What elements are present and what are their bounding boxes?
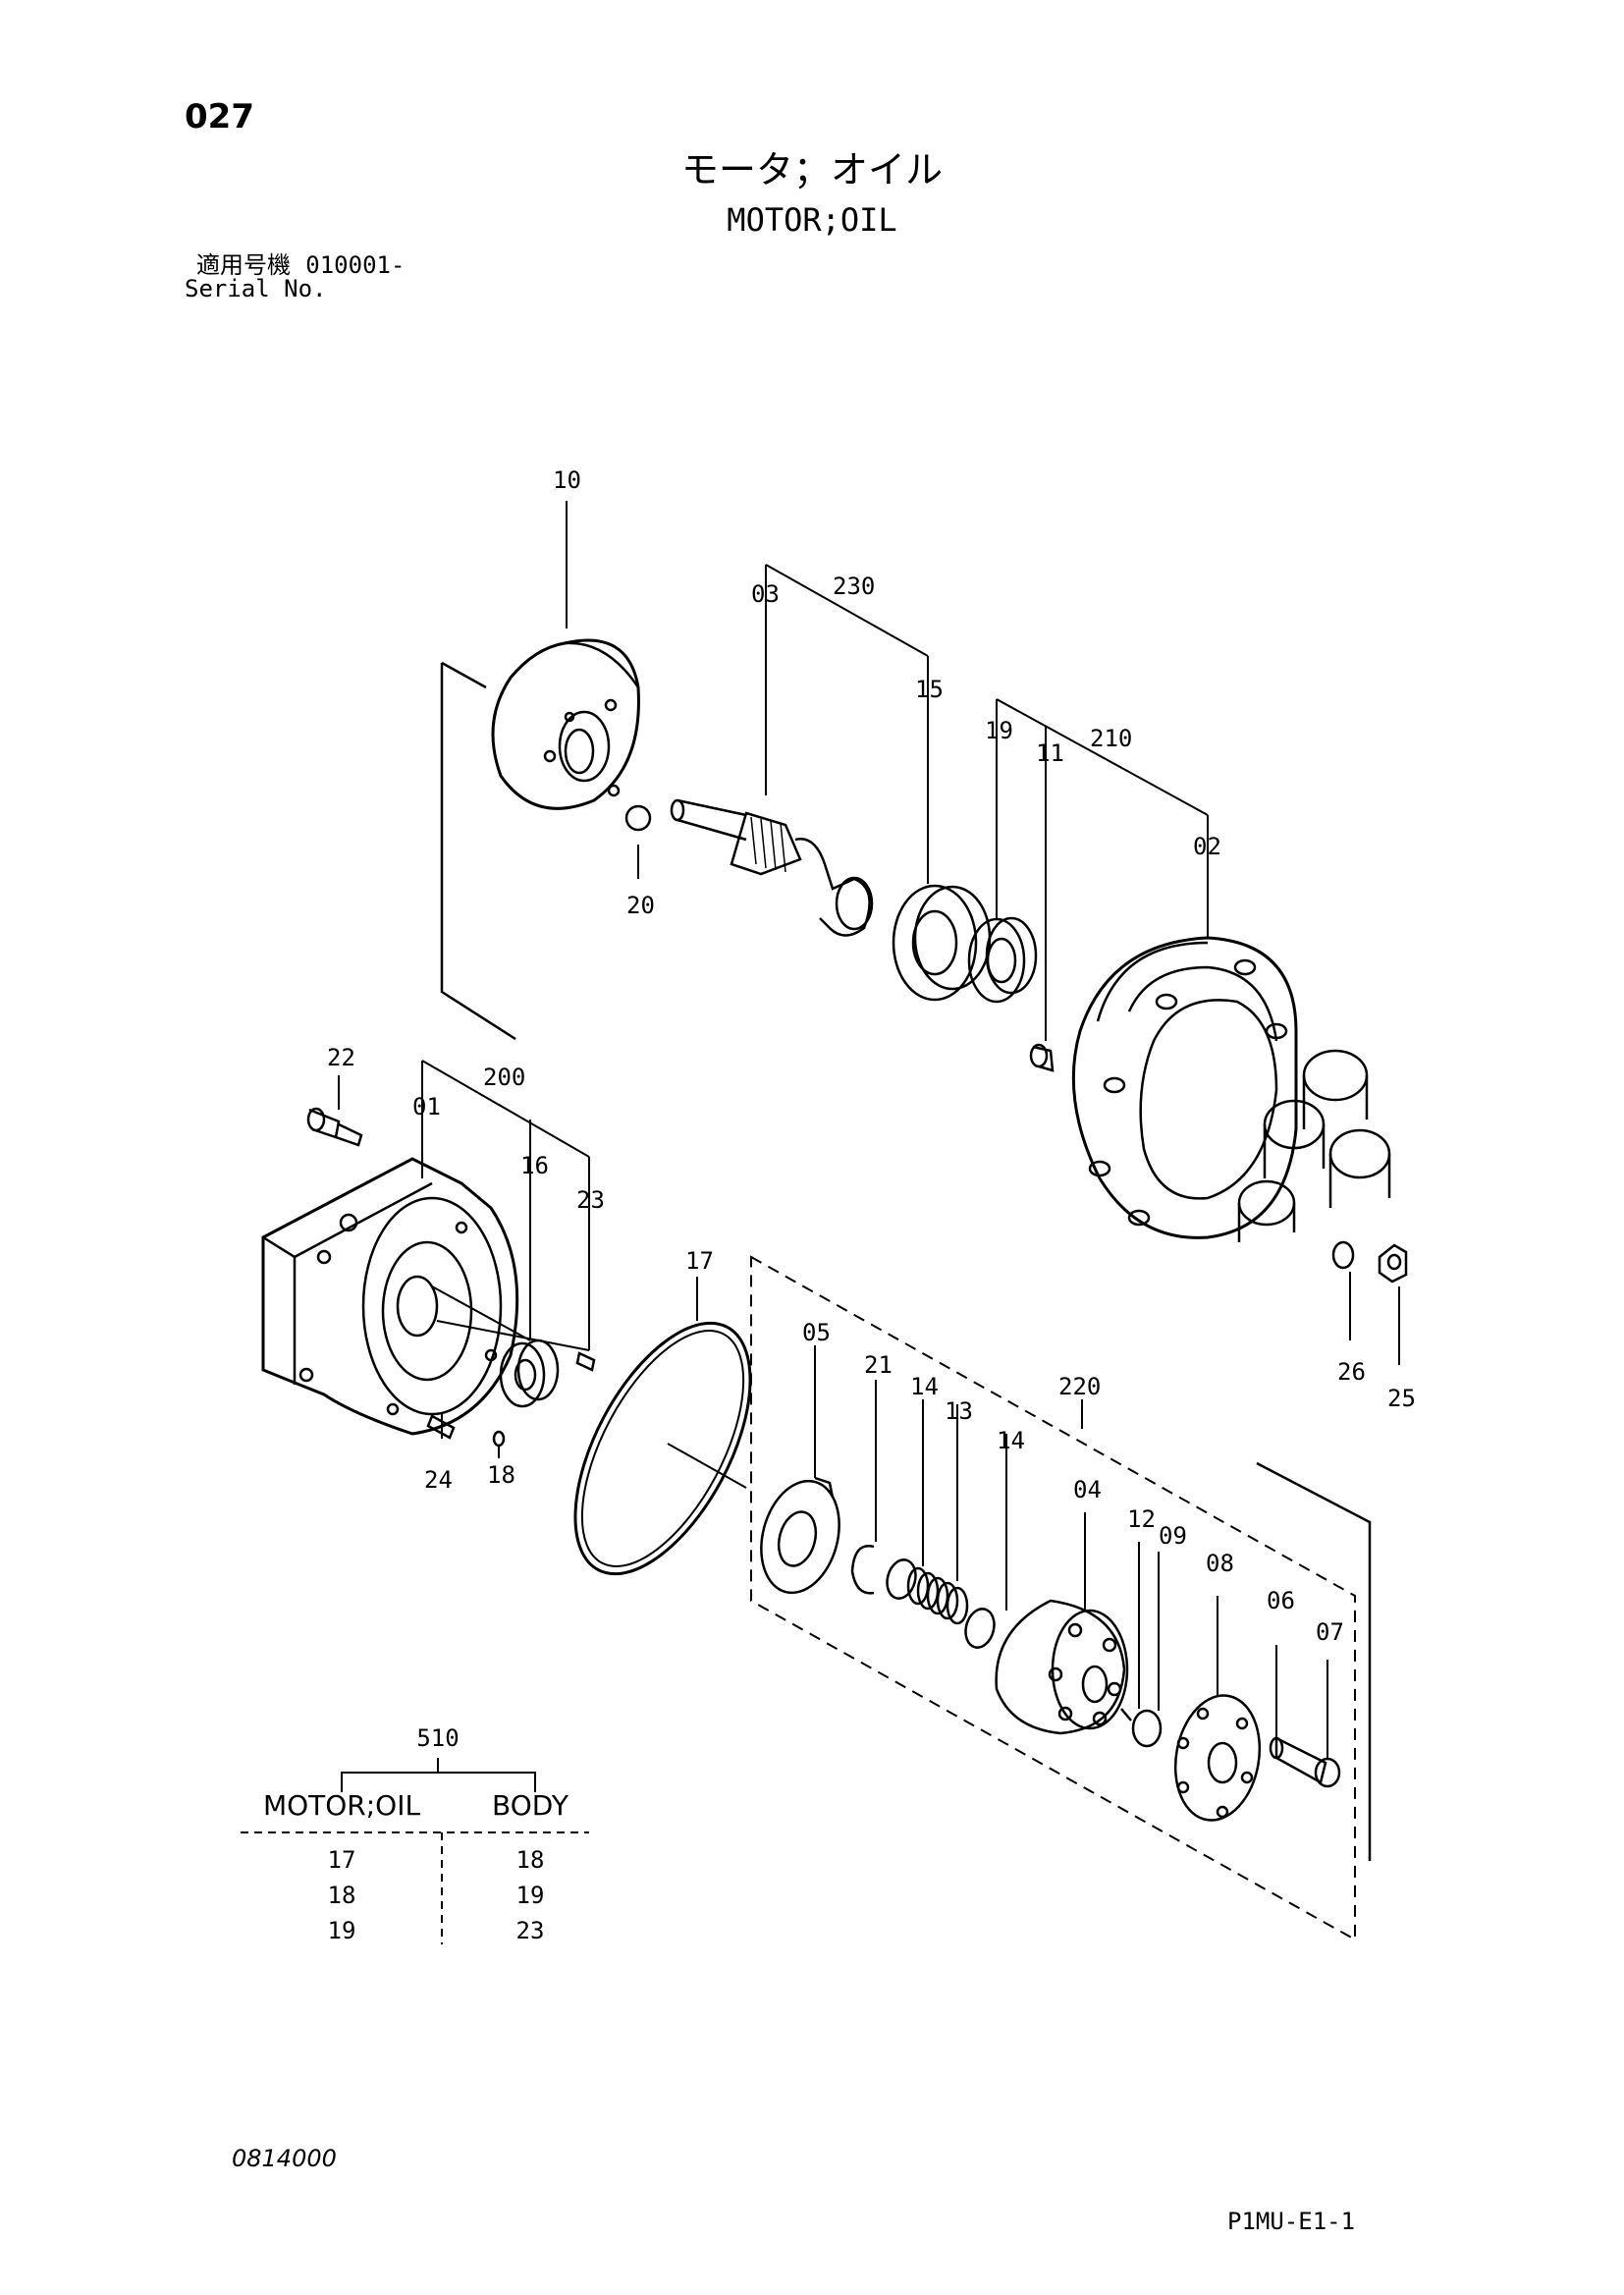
part-20-ball-drawing (624, 804, 652, 832)
part-labels: 10 230 03 15 19 11 210 02 20 22 200 01 1… (327, 466, 1416, 1646)
label-part-200: 200 (483, 1064, 525, 1091)
label-part-26: 26 (1337, 1358, 1366, 1386)
part-19-seal-drawing (967, 916, 1038, 1004)
label-part-13: 13 (945, 1397, 973, 1425)
label-part-10: 10 (553, 466, 581, 494)
leader-lines (338, 501, 1400, 1758)
label-part-02: 02 (1193, 833, 1221, 860)
part-22-bolt-drawing (306, 1107, 363, 1147)
part-13-spring-drawing (906, 1566, 969, 1625)
label-part-19: 19 (985, 717, 1013, 744)
table-cell: 19 (328, 1917, 356, 1944)
part-17-oring-drawing (573, 1321, 752, 1576)
part-11-plug-drawing (1029, 1043, 1055, 1072)
part-220-group-box (750, 1255, 1356, 1941)
table-header-body: BODY (492, 1789, 569, 1822)
part-200-casing-drawing (261, 1157, 519, 1436)
label-part-12: 12 (1127, 1505, 1156, 1533)
label-part-06: 06 (1267, 1587, 1295, 1614)
table-header-motor-oil: MOTOR;OIL (263, 1789, 421, 1822)
part-26-oring-drawing (1331, 1240, 1355, 1270)
part-18-ring-drawing (492, 1430, 506, 1448)
part-14-washer-b-drawing (964, 1608, 996, 1649)
part-25-plug-drawing (1378, 1243, 1408, 1284)
label-part-25: 25 (1387, 1385, 1416, 1412)
label-part-23: 23 (576, 1186, 605, 1214)
serial-label-english: Serial No. (185, 275, 327, 302)
table-cell: 18 (328, 1882, 356, 1909)
part-08-set-plate-drawing (1173, 1694, 1262, 1822)
part-14-washer-a-drawing (886, 1558, 917, 1600)
part-12-pin-drawing (1120, 1708, 1132, 1721)
label-part-220: 220 (1058, 1373, 1101, 1400)
serial-label-japanese: 適用号機 010001- (196, 253, 405, 277)
table-cell: 19 (516, 1882, 545, 1909)
label-part-01: 01 (412, 1093, 441, 1120)
label-part-09: 09 (1159, 1522, 1187, 1550)
label-part-20: 20 (626, 892, 655, 919)
page-title-english: MOTOR;OIL (727, 201, 897, 239)
serial-number-value: 010001- (305, 251, 406, 279)
part-15-bearing-drawing (892, 884, 992, 1002)
label-part-21: 21 (864, 1351, 893, 1379)
table-cell: 23 (516, 1917, 545, 1944)
label-part-15: 15 (915, 676, 944, 703)
label-part-14a: 14 (910, 1373, 939, 1400)
part-09-ball-guide-drawing (1131, 1709, 1163, 1748)
label-part-14b: 14 (997, 1427, 1025, 1454)
part-04-cylinder-block-drawing (995, 1599, 1129, 1735)
label-part-07: 07 (1316, 1618, 1344, 1646)
label-part-11: 11 (1036, 739, 1064, 767)
label-part-04: 04 (1073, 1476, 1102, 1503)
part-05-valve-plate-drawing (760, 1476, 840, 1595)
label-part-05: 05 (802, 1319, 831, 1346)
table-group-number: 510 (416, 1724, 459, 1752)
label-part-03: 03 (751, 580, 780, 608)
part-23-pin-drawing (575, 1351, 596, 1372)
table-cell: 17 (328, 1846, 356, 1874)
part-230-shaft-drawing (670, 798, 874, 937)
footer-document-code: 0814000 (232, 2145, 337, 2172)
label-part-22: 22 (327, 1044, 355, 1071)
part-21-snap-ring-drawing (850, 1545, 875, 1595)
footer-page-code: P1MU-E1-1 (1227, 2208, 1356, 2235)
part-220-bracket (1256, 1461, 1372, 1861)
serial-label-jp-text: 適用号機 (196, 251, 291, 279)
label-part-16: 16 (520, 1152, 549, 1179)
label-part-230: 230 (833, 573, 875, 600)
label-part-08: 08 (1206, 1550, 1234, 1577)
compatibility-table: 510 MOTOR;OIL BODY 17 18 18 19 19 23 (241, 1724, 589, 1944)
page-number: 027 (185, 97, 254, 137)
part-210-housing-drawing (1071, 936, 1391, 1242)
page-title-japanese: モータ；オイル (680, 148, 943, 191)
part-16-bearing-drawing (499, 1339, 560, 1408)
part-10-cover-drawing (440, 638, 640, 1041)
label-part-18: 18 (487, 1461, 515, 1489)
label-part-17: 17 (685, 1247, 714, 1275)
part-06-07-piston-drawing (1269, 1735, 1341, 1788)
label-part-24: 24 (424, 1466, 453, 1494)
table-cell: 18 (516, 1846, 545, 1874)
label-part-210: 210 (1090, 725, 1132, 752)
part-24-pin-drawing (426, 1414, 456, 1440)
